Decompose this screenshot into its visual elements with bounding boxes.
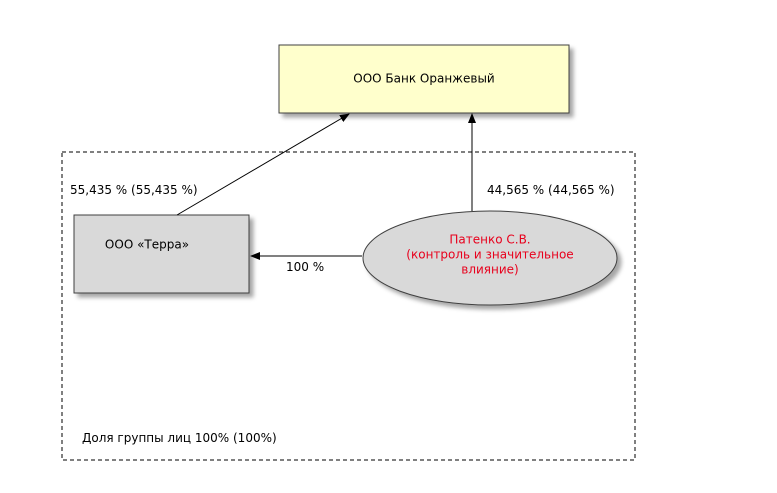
edge-label-patenko-to-bank: 44,565 % (44,565 %) bbox=[487, 183, 615, 197]
group-boundary bbox=[61, 151, 636, 461]
patenko-label-line-3: влияние) bbox=[461, 263, 518, 277]
bank-box bbox=[278, 44, 570, 114]
bank-label: ООО Банк Оранжевый bbox=[353, 72, 494, 86]
patenko-label-line-1: Патенко С.В. bbox=[449, 233, 530, 247]
patenko-label-line-2: (контроль и значительное bbox=[406, 248, 573, 262]
patenko-ellipse bbox=[362, 210, 618, 306]
edge-terra-to-bank bbox=[176, 113, 350, 216]
terra-node[interactable]: ООО «Терра» bbox=[73, 214, 250, 294]
edge-label-patenko-to-terra: 100 % bbox=[286, 260, 324, 274]
edge-label-terra-to-bank: 55,435 % (55,435 %) bbox=[70, 183, 198, 197]
terra-label: ООО «Терра» bbox=[105, 238, 189, 252]
terra-box bbox=[73, 214, 250, 294]
bank-node[interactable]: ООО Банк Оранжевый bbox=[278, 44, 570, 114]
group-label: Доля группы лиц 100% (100%) bbox=[82, 431, 277, 445]
patenko-node[interactable]: Патенко С.В. (контроль и значительное вл… bbox=[362, 210, 618, 306]
